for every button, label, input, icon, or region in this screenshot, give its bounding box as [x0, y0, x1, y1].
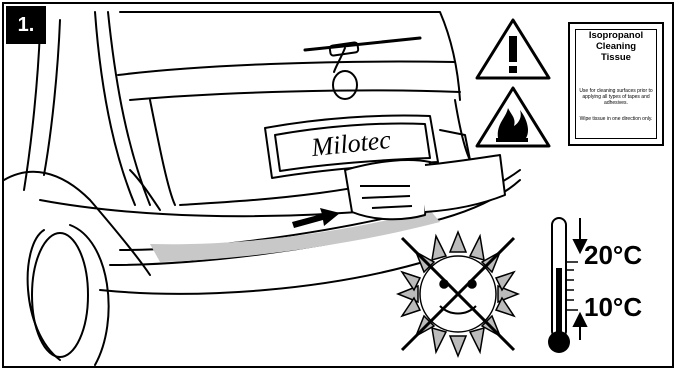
tissue-instruction-2: Wipe tissue in one direction only. — [574, 116, 658, 122]
cleaning-tissue-packet: Isopropanol Cleaning Tissue Use for clea… — [568, 22, 664, 146]
tissue-title: Isopropanol Cleaning Tissue — [570, 30, 662, 63]
temperature-lower-label: 10°C — [584, 292, 642, 323]
temperature-upper-label: 20°C — [584, 240, 642, 271]
tissue-instruction-1: Use for cleaning surfaces prior to apply… — [574, 88, 658, 106]
step-number-badge: 1. — [6, 6, 46, 44]
no-direct-sunlight-icon — [398, 232, 518, 356]
